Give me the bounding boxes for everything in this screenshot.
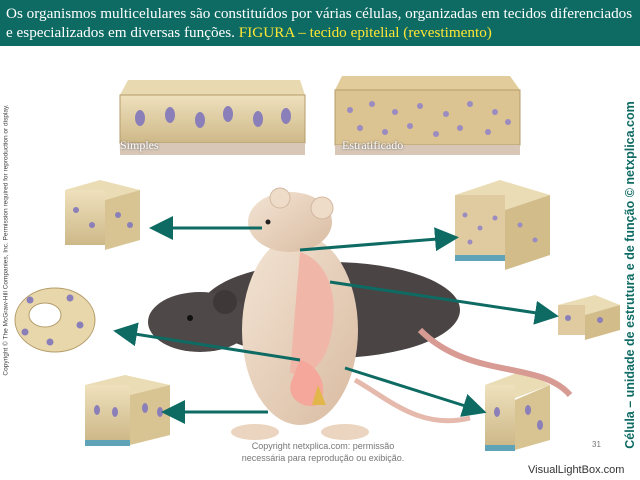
side-caption-right: Célula – unidade de estrutura e de funçã… [620, 110, 640, 440]
dark-rat [148, 262, 570, 395]
header-banner: Os organismos multicelulares são constit… [0, 0, 640, 46]
label-estratificado: Estratificado [342, 138, 403, 153]
watermark: VisualLightBox.com [528, 464, 624, 476]
left-tissue-cube-upper [65, 180, 140, 250]
illustration [0, 48, 640, 480]
header-text: Os organismos multicelulares são constit… [6, 4, 638, 42]
left-tissue-tube [15, 288, 95, 352]
left-tissue-cube-lower [85, 375, 170, 446]
footer-copyright-line2: necessária para reprodução ou exibição. [228, 452, 418, 464]
side-caption-right-text: Célula – unidade de estrutura e de funçã… [623, 101, 637, 449]
footer-copyright: Copyright netxplica.com: permissão neces… [228, 440, 418, 464]
right-tissue-cube-upper [455, 180, 550, 270]
arrow-gut-to-cube-lower-right [345, 368, 478, 410]
right-tissue-cube-lower [485, 370, 550, 451]
side-copyright-left-text: Copyright © The McGraw-Hill Companies, I… [3, 104, 10, 375]
side-copyright-left: Copyright © The McGraw-Hill Companies, I… [0, 90, 12, 390]
header-figure-title: FIGURA – tecido epitelial (revestimento) [239, 24, 492, 41]
right-tissue-slab [558, 295, 620, 340]
footer-copyright-line1: Copyright netxplica.com: permissão [228, 440, 418, 452]
page-number: 31 [592, 440, 601, 449]
label-simples: Simples [120, 138, 159, 153]
